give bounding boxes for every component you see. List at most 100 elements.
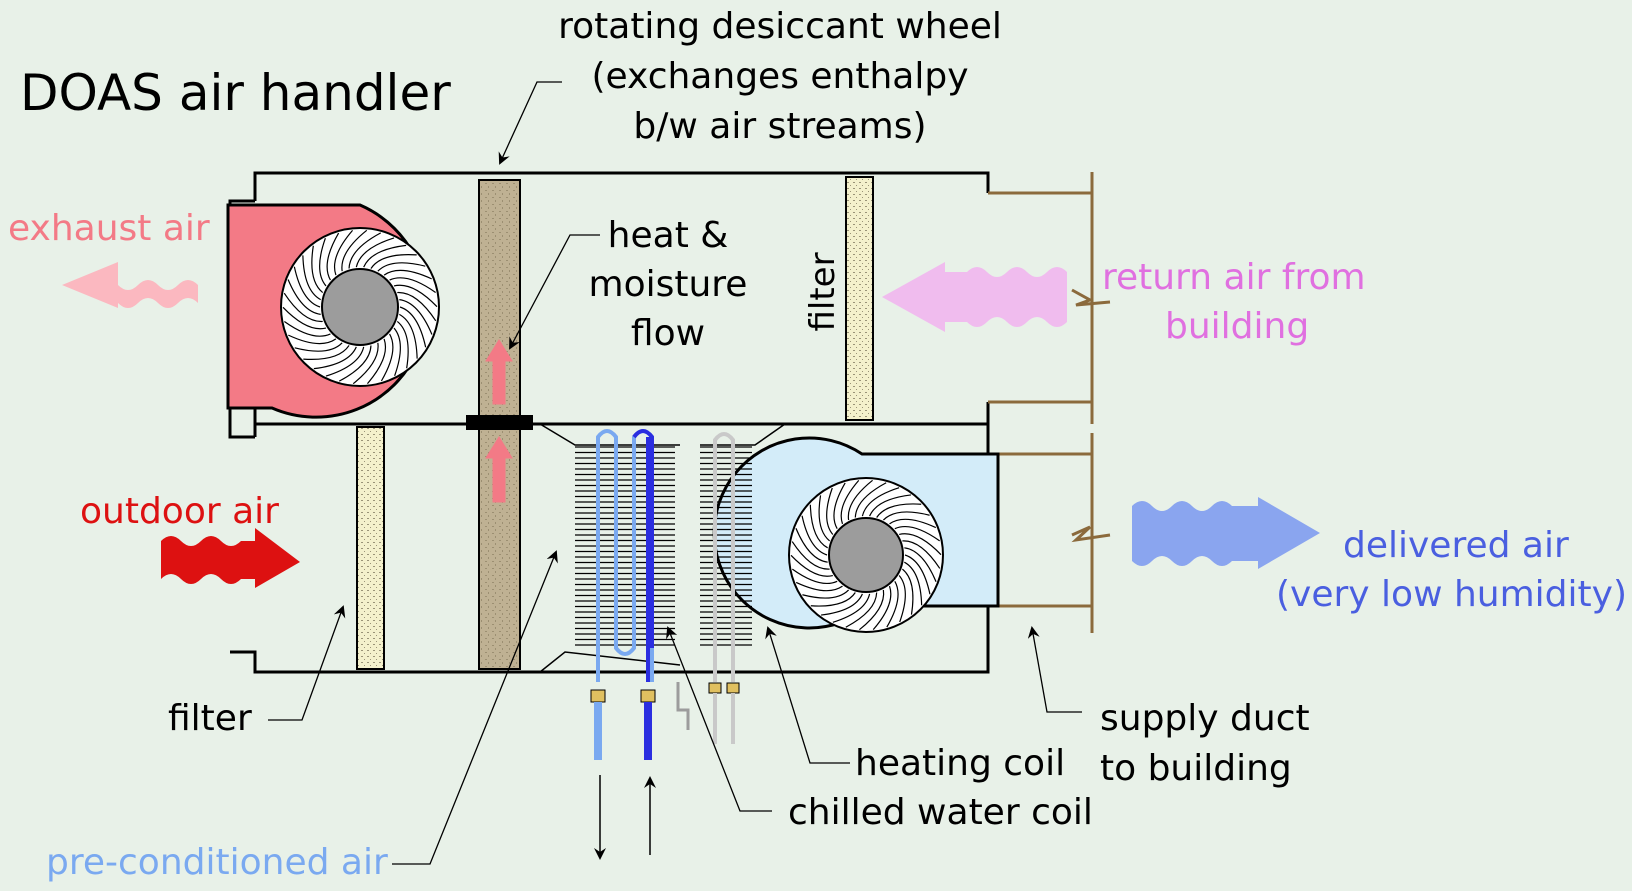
fan-blade: [832, 593, 871, 623]
supply-duct-label-line-1: supply duct: [1100, 698, 1310, 739]
fan-blade: [326, 232, 340, 281]
fan-blade: [287, 279, 321, 315]
wheel-label: rotating desiccant wheel (exchanges enth…: [558, 6, 1002, 147]
fan-blade: [282, 306, 327, 330]
fan-blade: [355, 237, 395, 268]
fan-blade: [363, 244, 407, 268]
return-air-label: return air from building: [1102, 257, 1366, 347]
supply-duct-label-line-2: to building: [1100, 748, 1292, 789]
air-handler-casing: [228, 171, 998, 674]
exhaust-air-label: exhaust air: [8, 208, 210, 249]
delivered-air-label-line-2: (very low humidity): [1276, 574, 1627, 615]
heating-coil-label: heating coil: [855, 743, 1065, 784]
delivered-air-label: delivered air (very low humidity): [1276, 525, 1627, 615]
fan-blade: [801, 515, 828, 556]
delivered-air-arrow: [1132, 497, 1320, 569]
supply-duct-label: supply duct to building: [1100, 698, 1310, 789]
heating-coil: [676, 432, 752, 744]
fan-blade: [847, 479, 873, 521]
fan-blade: [383, 269, 432, 280]
fan-blade: [333, 229, 354, 276]
exhaust-air-arrow: [62, 262, 198, 308]
fan-blade: [325, 346, 365, 377]
fan-blade: [904, 547, 937, 583]
fan-blade: [902, 540, 941, 569]
fan-blade: [899, 533, 942, 556]
fan-blade: [840, 479, 860, 525]
outdoor-air-arrow: [161, 528, 300, 588]
fan-blade: [293, 266, 321, 308]
flow-label-line-2: moisture: [589, 264, 748, 305]
fan-blade: [894, 525, 941, 542]
fan-blade: [791, 568, 838, 585]
fan-blade: [393, 284, 438, 308]
fan-blade: [795, 581, 843, 592]
return-filter: [845, 176, 874, 421]
fan-blade: [791, 541, 830, 570]
fan-blade: [861, 487, 900, 517]
fan-blade: [854, 482, 887, 518]
fan-blade: [380, 333, 394, 382]
fan-blade: [348, 232, 382, 269]
fan-blade: [802, 589, 850, 599]
leader-lines: [268, 81, 1082, 865]
fan-blade: [377, 262, 426, 272]
flow-label-line-3: flow: [631, 313, 705, 354]
return-filter-label: filter: [803, 252, 843, 331]
fan-blade: [826, 487, 834, 535]
pre-conditioned-air-label: pre-conditioned air: [46, 842, 388, 883]
fan-blade: [886, 580, 899, 628]
fan-blade: [795, 527, 828, 563]
fan-blade: [283, 292, 323, 323]
fan-blade: [338, 345, 372, 382]
fan-blade: [882, 511, 930, 521]
wheel-label-line-3: b/w air streams): [633, 106, 926, 147]
fan-blade: [313, 346, 357, 370]
fan-blade: [370, 253, 417, 269]
fan-blade: [366, 338, 387, 385]
chilled-water-coil-label: chilled water coil: [788, 792, 1093, 833]
fan-blade: [898, 575, 906, 623]
fan-blade: [352, 342, 379, 385]
fan-blade: [901, 568, 914, 615]
fan-blade: [393, 327, 401, 376]
fan-blade: [288, 334, 337, 345]
fan-blade: [341, 229, 368, 272]
fan-blade: [818, 495, 831, 542]
wheel-label-line-2: (exchanges enthalpy: [591, 56, 968, 97]
outdoor-filter: [356, 426, 385, 670]
return-air-label-line-1: return air from: [1102, 257, 1366, 298]
outdoor-filter-label: filter: [168, 698, 252, 739]
fan-blade: [869, 494, 912, 517]
fan-blade: [389, 277, 436, 294]
fan-blade: [399, 299, 433, 335]
moisture-flow-arrows: [485, 339, 513, 503]
flow-label-line-1: heat &: [608, 215, 729, 256]
fan-blade: [809, 504, 828, 549]
fan-blade: [302, 255, 321, 301]
fan-blade: [399, 306, 427, 348]
flow-label: heat & moisture flow: [589, 215, 748, 354]
fan-blade: [859, 589, 885, 631]
fan-blade: [904, 554, 931, 595]
fan-blade: [294, 342, 343, 352]
fan-blade: [399, 313, 418, 359]
return-air-label-line-2: building: [1165, 306, 1309, 347]
fan-blade: [284, 320, 331, 337]
supply-fan: [712, 436, 1000, 633]
fan-blade: [319, 238, 327, 287]
fan-blade: [845, 592, 878, 628]
fan-blade: [833, 482, 846, 530]
exhaust-fan: [226, 203, 440, 419]
fan-blade: [876, 503, 922, 518]
wheel-seal: [466, 415, 533, 430]
fan-blade: [311, 245, 324, 294]
outdoor-air-label: outdoor air: [80, 491, 279, 532]
delivered-air-label-line-1: delivered air: [1343, 525, 1569, 566]
fan-blade: [872, 585, 892, 631]
fan-blade: [397, 291, 437, 322]
fan-blade: [790, 554, 833, 577]
return-air-arrow: [882, 262, 1067, 332]
fan-blade: [904, 561, 923, 606]
